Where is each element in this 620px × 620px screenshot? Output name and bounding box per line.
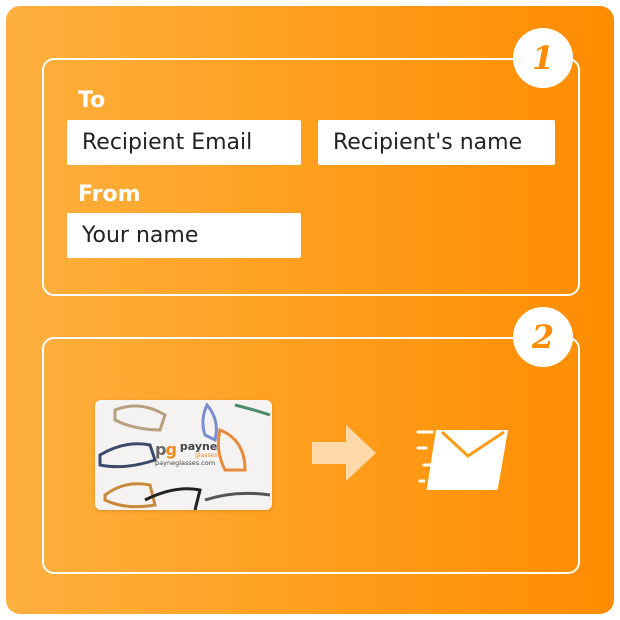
logo-sub: glasses [195,451,218,459]
send-email-icon [416,430,508,490]
from-label: From [78,182,141,207]
your-name-input[interactable]: Your name [67,213,301,258]
step-2-box: 2 [42,307,580,574]
logo-brand: payne [179,439,218,453]
step-1-box: 1 To Recipient Email Recipient's name Fr… [42,28,580,296]
recipient-name-input[interactable]: Recipient's name [318,120,555,165]
gift-card-steps-panel: 1 To Recipient Email Recipient's name Fr… [6,6,614,614]
to-label: To [78,88,106,113]
step-2-badge: 2 [513,307,573,367]
recipient-email-input[interactable]: Recipient Email [67,120,301,165]
step-1-badge: 1 [513,28,573,88]
eyeglasses-illustration [98,402,271,510]
arrow-right-icon [312,425,376,481]
logo-url: payneglasses.com [155,459,216,467]
